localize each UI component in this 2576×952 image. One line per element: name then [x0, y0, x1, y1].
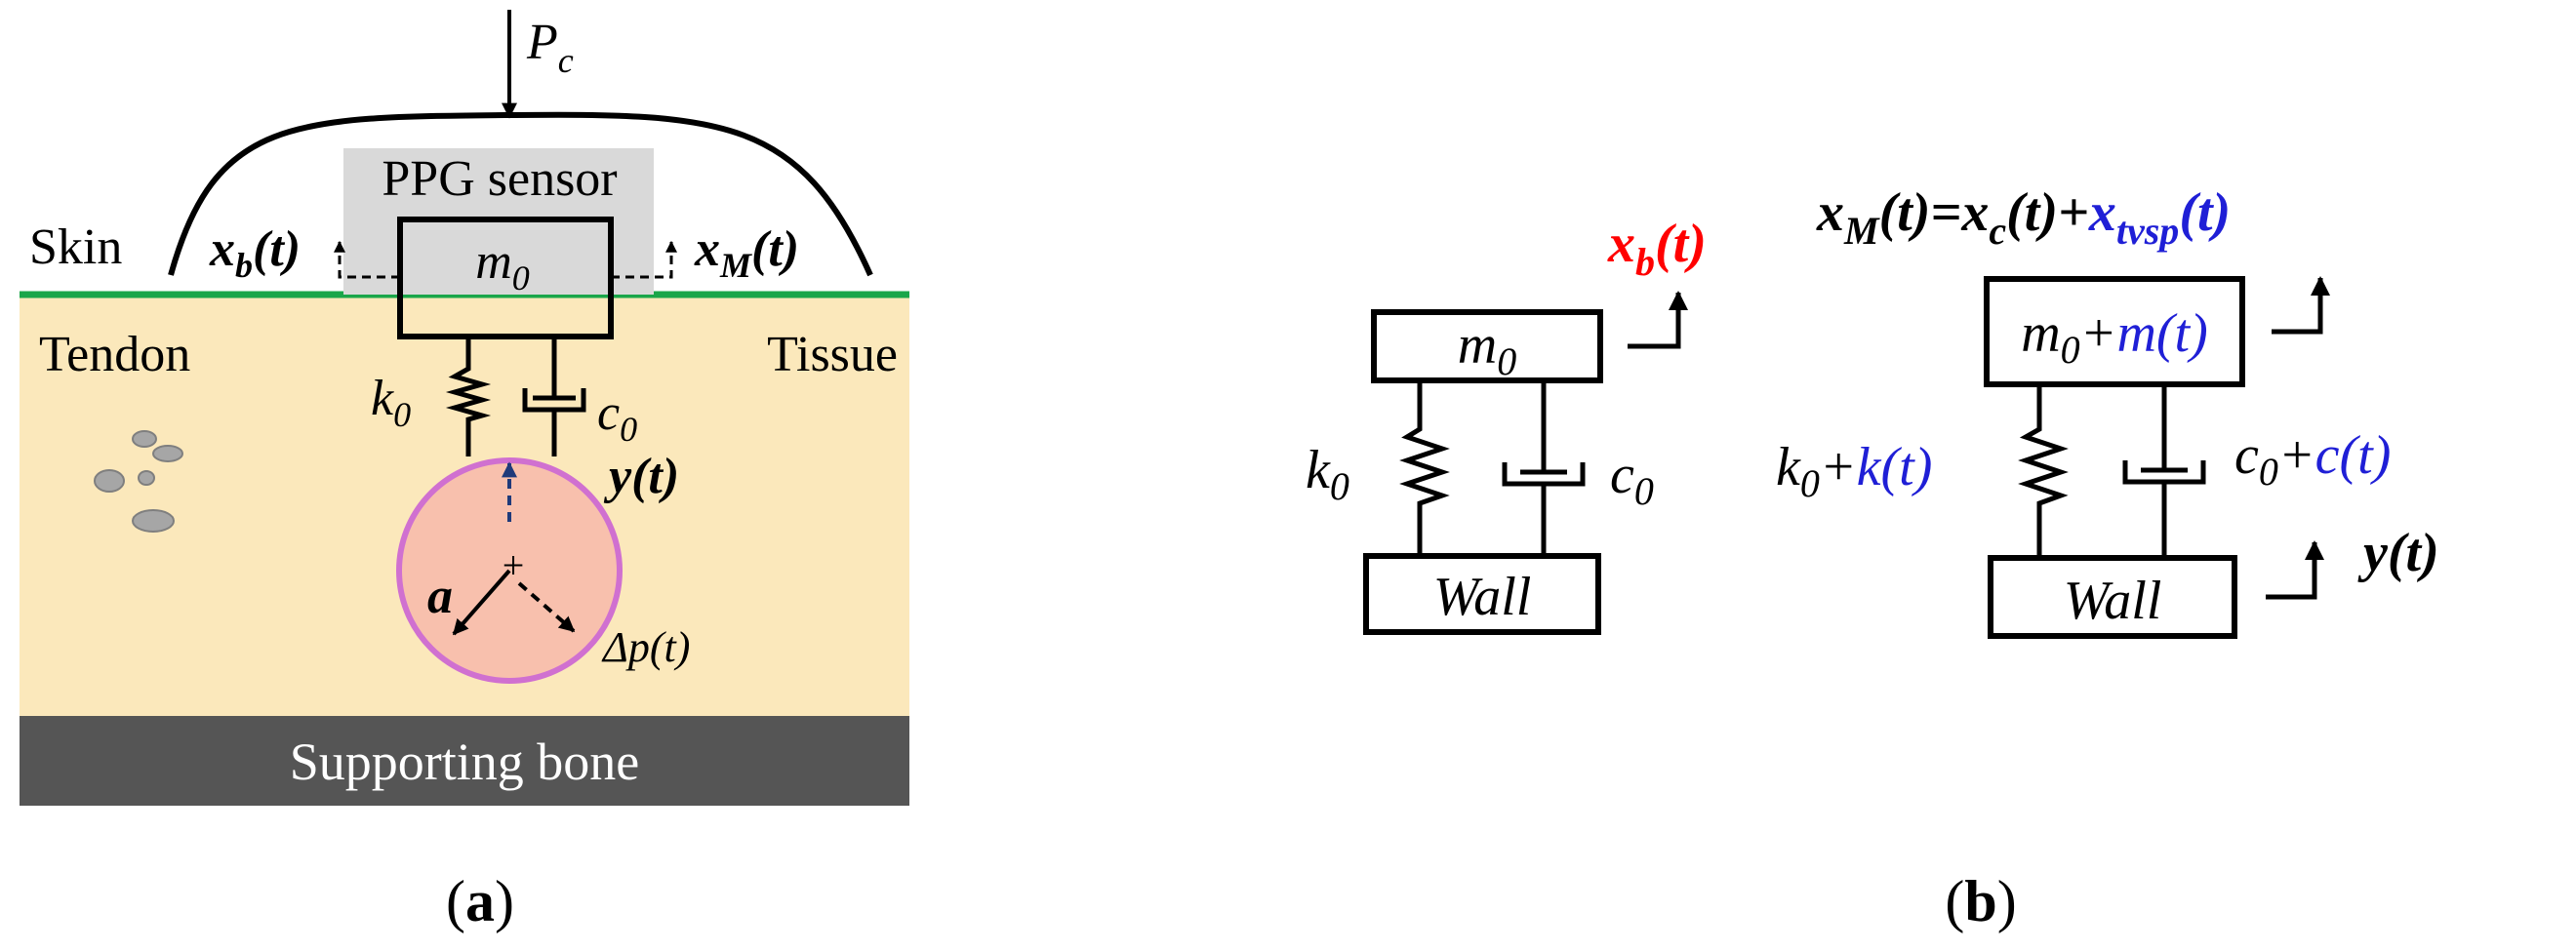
damper-c0-ct-label: c0+c(t): [2234, 425, 2391, 494]
y-input-arrow: [2266, 540, 2324, 600]
wall-box-b2: [1988, 555, 2237, 639]
radius-label: a: [427, 569, 453, 624]
caption-a: (a): [446, 869, 514, 933]
damper-label: c0: [597, 385, 637, 449]
supporting-bone: [20, 716, 909, 806]
artery-center-plus: +: [503, 543, 525, 587]
tendon-pebbles: [94, 430, 183, 533]
dp-dashed-arrow: [517, 581, 576, 633]
caption-b: (b): [1945, 869, 2016, 933]
spring-k0-b1: [1399, 380, 1450, 556]
pc-label: Pc: [526, 15, 574, 80]
panel-b-baseline-model: xb(t) m0 k0 c0 Wall: [1306, 214, 1707, 635]
xm-equation: xM(t)=xc(t)+xtvsp(t): [1816, 182, 2231, 253]
wall-b2-label: Wall: [2064, 571, 2162, 631]
spring-k0-b1-label: k0: [1306, 440, 1349, 508]
spring-label: k0: [371, 371, 411, 434]
xb-label: xb(t): [209, 221, 301, 285]
panel-a: Supporting bone Skin PPG sensor Pc m0 xb…: [20, 10, 909, 933]
xm-label: xM(t): [694, 221, 799, 285]
xb-dashed-arrow: [334, 240, 400, 279]
xm-dashed-arrow: [611, 240, 677, 279]
mass-box-m0: [1371, 309, 1603, 383]
mass-label: m0: [475, 234, 530, 298]
xm-output-arrow: [2272, 276, 2330, 335]
damper-c0-b1-label: c0: [1610, 445, 1654, 513]
mass-m0-mt-label: m0+m(t): [2021, 303, 2208, 372]
panel-b-time-varying-model: xM(t)=xc(t)+xtvsp(t) m0+m(t) k0+k(t) c0+…: [1776, 182, 2439, 933]
xb-output-arrow: [1628, 291, 1688, 349]
tissue-label: Tissue: [767, 327, 898, 382]
wall-b1-label: Wall: [1433, 567, 1532, 627]
tendon-label: Tendon: [39, 327, 190, 382]
mass-box-m0-mt: [1984, 276, 2245, 387]
spring-k0-kt: [2018, 384, 2069, 558]
xb-red-label: xb(t): [1607, 214, 1707, 284]
y-label: y(t): [603, 449, 679, 504]
bone-label: Supporting bone: [290, 733, 640, 791]
spring-k0-kt-label: k0+k(t): [1776, 437, 1932, 505]
radius-arrow: [452, 569, 511, 636]
damper-c0-ct: [2122, 384, 2206, 558]
y-b2-label: y(t): [2357, 523, 2439, 583]
mass-m0-label: m0: [1458, 315, 1516, 383]
sensor-label: PPG sensor: [382, 151, 617, 207]
damper-c0: [522, 337, 586, 456]
dp-label: Δp(t): [601, 623, 690, 671]
skin-label: Skin: [29, 219, 122, 275]
wall-box-b1: [1363, 553, 1601, 635]
damper-c0-b1: [1502, 380, 1586, 556]
spring-k0: [445, 337, 492, 456]
